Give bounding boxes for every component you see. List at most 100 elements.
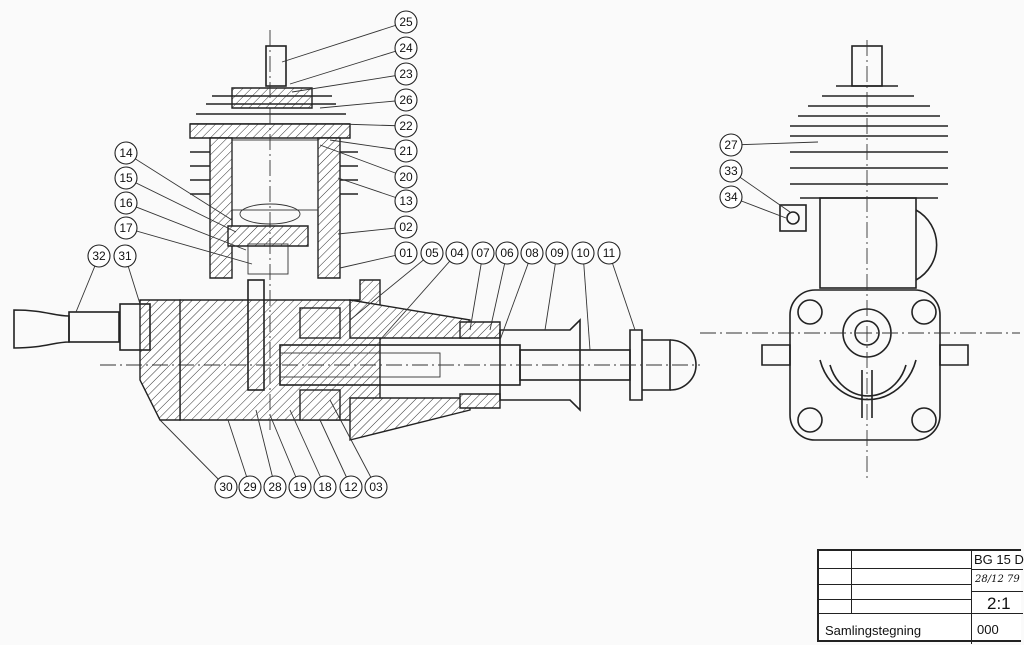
callout-number: 12 [344,480,358,494]
callout-22: 22 [339,114,418,138]
callout-number: 27 [724,138,738,152]
callout-10: 10 [571,241,595,351]
leader-line [499,252,533,341]
callout-32: 32 [75,244,111,313]
callout-19: 19 [269,414,312,499]
callout-number: 08 [525,246,539,260]
callout-16: 16 [114,191,247,251]
callout-number: 03 [369,480,383,494]
callout-15: 15 [114,166,237,233]
callout-27: 27 [719,133,819,157]
callout-number: 19 [293,480,307,494]
callout-number: 25 [399,15,413,29]
leader-line [349,252,433,321]
callout-02: 02 [337,215,418,239]
leader-line [544,252,558,331]
leader-line [329,399,377,488]
callout-08: 08 [499,241,544,341]
callout-number: 11 [603,246,616,260]
callout-11: 11 [597,241,636,331]
leader-line [319,419,352,488]
callout-12: 12 [319,419,363,499]
callout-balloon [394,215,418,239]
callout-number: 33 [724,164,738,178]
callout-number: 24 [399,41,413,55]
callout-number: 14 [119,146,133,160]
callout-28: 28 [255,409,287,499]
callout-05: 05 [349,241,444,321]
callout-balloon [719,159,743,183]
callout-balloon [114,191,138,215]
leader-line [289,47,407,85]
leader-line [469,252,484,331]
callout-03: 03 [329,399,388,499]
callout-balloon [114,216,138,240]
callout-04: 04 [379,241,469,341]
callout-number: 31 [118,249,132,263]
callout-number: 02 [399,220,413,234]
callout-number: 18 [318,480,332,494]
callout-balloon [394,114,418,138]
leader-line [337,177,407,202]
leader-line [281,21,407,63]
callout-21: 21 [329,139,418,163]
title-block: BG 15 D 28/12 79 2:1 Samlingstegning 000 [817,549,1024,644]
callout-balloon [364,475,388,499]
signature-date: 28/12 79 [975,574,1020,585]
callout-06: 06 [489,241,519,331]
callout-balloon [394,241,418,265]
leader-line [289,409,326,488]
callout-09: 09 [544,241,569,331]
leader-line [730,170,791,213]
callout-balloon [420,241,444,265]
callout-number: 15 [119,171,133,185]
callout-number: 22 [399,119,413,133]
callout-number: 17 [119,221,133,235]
callout-33: 33 [719,159,791,213]
leader-line [319,144,407,178]
callout-balloon [238,475,262,499]
callout-balloon [597,241,621,265]
callout-30: 30 [159,419,238,499]
leader-line [255,409,276,488]
leader-line [291,73,407,93]
callout-balloon [394,139,418,163]
leader-line [125,152,233,221]
callout-31: 31 [113,244,141,305]
callout-number: 16 [119,196,133,210]
callout-balloon [263,475,287,499]
callout-07: 07 [469,241,495,331]
callout-29: 29 [227,419,262,499]
leader-line [125,177,237,233]
callout-balloon [471,241,495,265]
callout-number: 23 [399,67,413,81]
callout-number: 20 [399,170,413,184]
callout-balloon [394,36,418,60]
callout-balloon [495,241,519,265]
callout-balloon [113,244,137,268]
leader-line [489,252,508,331]
callout-balloon [571,241,595,265]
callout-number: 10 [576,246,590,260]
callout-balloon [394,88,418,112]
callout-number: 21 [399,144,413,158]
callout-balloon [445,241,469,265]
callout-balloon [719,133,743,157]
callout-balloon [545,241,569,265]
callout-14: 14 [114,141,233,221]
callout-number: 13 [399,194,413,208]
leader-line [329,139,407,152]
callout-number: 30 [219,480,233,494]
leader-line [269,414,301,488]
leader-line [159,419,227,488]
callout-23: 23 [291,62,418,93]
callout-number: 06 [500,246,514,260]
callout-number: 07 [476,246,490,260]
callout-balloon [214,475,238,499]
callout-balloon [87,244,111,268]
callout-number: 26 [399,93,413,107]
callout-01: 01 [339,241,418,269]
callout-26: 26 [319,88,418,112]
callout-34: 34 [719,185,787,219]
